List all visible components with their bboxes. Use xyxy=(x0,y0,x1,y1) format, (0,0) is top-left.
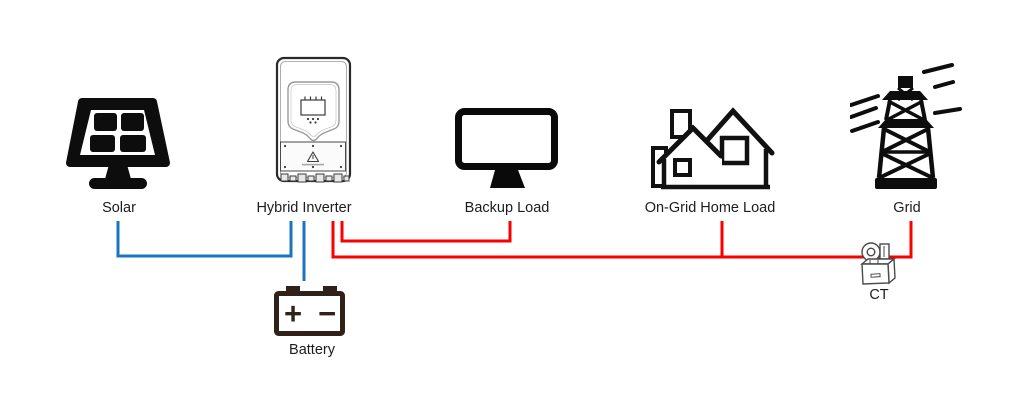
battery-minus-symbol: − xyxy=(318,296,336,331)
backup-load-label: Backup Load xyxy=(464,200,550,216)
home-load-house-icon xyxy=(651,107,775,190)
solar-to-inverter-wire xyxy=(116,221,293,258)
on-grid-home-load-label: On-Grid Home Load xyxy=(644,200,776,216)
grid-tower-icon xyxy=(850,63,962,189)
ct-clamp-icon xyxy=(860,242,896,285)
hybrid-inverter-icon xyxy=(275,56,352,183)
inverter-display xyxy=(300,96,326,124)
battery-label: Battery xyxy=(289,342,335,358)
battery-icon: + − xyxy=(274,286,345,336)
power-lines xyxy=(850,63,962,133)
inverter-connectors xyxy=(280,173,350,183)
inverter-badge-outline xyxy=(287,81,340,142)
inverter-to-backup-load-wire xyxy=(340,221,512,243)
solar-label: Solar xyxy=(102,200,136,216)
ct-label: CT xyxy=(869,287,889,303)
solar-panel-icon xyxy=(66,98,170,189)
battery-plus-symbol: + xyxy=(284,296,302,331)
hybrid-inverter-label: Hybrid Inverter xyxy=(256,200,352,216)
grid-label: Grid xyxy=(893,200,921,216)
warning-triangle-icon xyxy=(302,151,324,166)
backup-load-monitor-icon xyxy=(455,108,558,188)
inverter-to-grid-wire xyxy=(331,221,913,259)
